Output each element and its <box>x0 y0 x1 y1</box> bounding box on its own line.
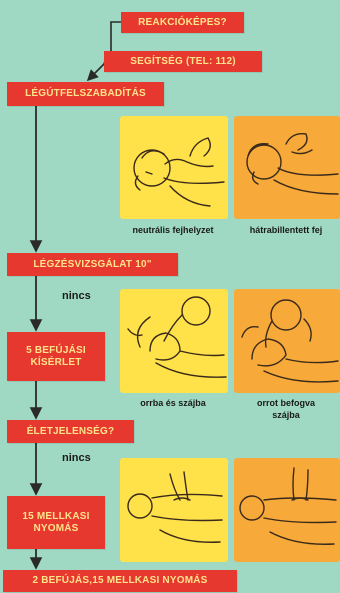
step-segitseg: SEGÍTSÉG (TEL: 112) <box>104 51 262 72</box>
caption-orrba: orrba és szájba <box>140 398 206 408</box>
caption-neutral: neutrális fejhelyzet <box>132 225 214 235</box>
mouth-and-nose-breath-illustration <box>120 289 228 393</box>
neutral-head-illustration <box>120 116 228 219</box>
caption-hatra: hátrabillentett fej <box>249 225 323 235</box>
step-final-cycle: 2 BEFÚJÁS,15 MELLKASI NYOMÁS <box>3 570 237 592</box>
label-nincs-1: nincs <box>62 290 91 302</box>
nose-pinched-breath-illustration <box>234 289 340 393</box>
tilted-head-illustration <box>234 116 340 219</box>
connector-segitseg-legut <box>86 63 105 82</box>
step-mellkasi-nyomas: 15 MELLKASI NYOMÁS <box>7 496 105 549</box>
chest-compression-illustration-b <box>234 458 340 562</box>
step-befujasi-kiserlet: 5 BEFÚJÁSI KÍSÉRLET <box>7 332 105 381</box>
step-reakciokepes: REAKCIÓKÉPES? <box>121 12 244 33</box>
step-legzesvizsgalat: LÉGZÉSVIZSGÁLAT 10" <box>7 253 178 276</box>
step-legutfelszabaditas: LÉGÚTFELSZABADÍTÁS <box>7 82 164 106</box>
step-eletjelenseg: ÉLETJELENSÉG? <box>7 420 134 443</box>
caption-orrot: orrot befogva szájba <box>256 398 315 420</box>
label-nincs-2: nincs <box>62 452 91 464</box>
chest-compression-illustration-a <box>120 458 228 562</box>
